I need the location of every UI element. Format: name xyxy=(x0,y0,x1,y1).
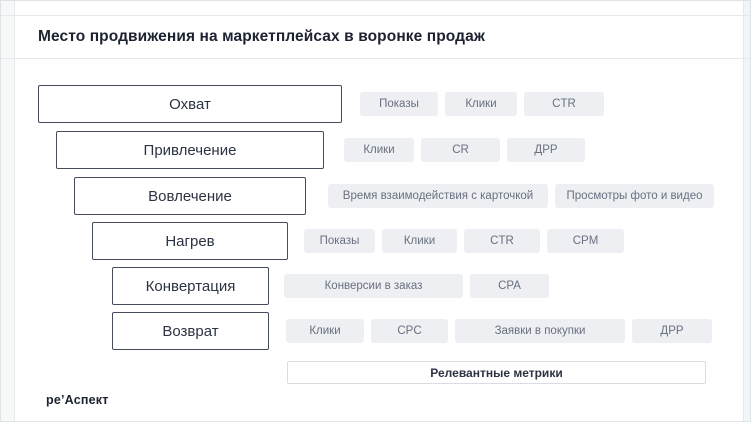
metric-chip: CPM xyxy=(547,229,624,253)
funnel-stage-return: Возврат xyxy=(112,312,269,350)
funnel-stage-attraction: Привлечение xyxy=(56,131,324,169)
funnel-stage-warming: Нагрев xyxy=(92,222,288,260)
metric-chip: ДРР xyxy=(632,319,712,343)
metric-chip: CTR xyxy=(464,229,540,253)
metric-chip: Клики xyxy=(445,92,517,116)
metric-chip: Просмотры фото и видео xyxy=(555,184,714,208)
metric-chip: ДРР xyxy=(507,138,585,162)
relevant-metrics-box: Релевантные метрики xyxy=(287,361,706,384)
funnel-row-return: Возврат Клики CPC Заявки в покупки ДРР xyxy=(1,312,750,350)
funnel-row-engagement: Вовлечение Время взаимодействия с карточ… xyxy=(1,177,750,215)
reaspekt-logo: ре’Аспект xyxy=(46,393,109,407)
metrics-row-attraction: Клики CR ДРР xyxy=(344,138,585,162)
funnel-stage-reach: Охват xyxy=(38,85,342,123)
metric-chip: Клики xyxy=(286,319,364,343)
metric-chip: CTR xyxy=(524,92,604,116)
funnel-stage-conversion: Конвертация xyxy=(112,267,269,305)
metrics-row-conversion: Конверсии в заказ CPA xyxy=(284,274,549,298)
metric-chip: Клики xyxy=(382,229,457,253)
canvas-right-margin xyxy=(743,1,750,421)
funnel-stage-engagement: Вовлечение xyxy=(74,177,306,215)
metric-chip: Заявки в покупки xyxy=(455,319,625,343)
funnel-row-attraction: Привлечение Клики CR ДРР xyxy=(1,131,750,169)
divider-under-title xyxy=(1,58,750,59)
page-title: Место продвижения на маркетплейсах в вор… xyxy=(38,27,485,45)
metric-chip: Показы xyxy=(360,92,438,116)
funnel-row-conversion: Конвертация Конверсии в заказ CPA xyxy=(1,267,750,305)
metric-chip: Показы xyxy=(304,229,375,253)
metric-chip: CR xyxy=(421,138,500,162)
metric-chip: Время взаимодействия с карточкой xyxy=(328,184,548,208)
metrics-row-reach: Показы Клики CTR xyxy=(360,92,604,116)
funnel-row-warming: Нагрев Показы Клики CTR CPM xyxy=(1,222,750,260)
metrics-row-engagement: Время взаимодействия с карточкой Просмот… xyxy=(328,184,714,208)
metric-chip: Клики xyxy=(344,138,414,162)
canvas-left-margin xyxy=(1,1,15,421)
metric-chip: CPC xyxy=(371,319,448,343)
divider-top xyxy=(1,15,750,16)
metrics-row-return: Клики CPC Заявки в покупки ДРР xyxy=(286,319,712,343)
metric-chip: CPA xyxy=(470,274,549,298)
metrics-row-warming: Показы Клики CTR CPM xyxy=(304,229,624,253)
metric-chip: Конверсии в заказ xyxy=(284,274,463,298)
funnel-row-reach: Охват Показы Клики CTR xyxy=(1,85,750,123)
